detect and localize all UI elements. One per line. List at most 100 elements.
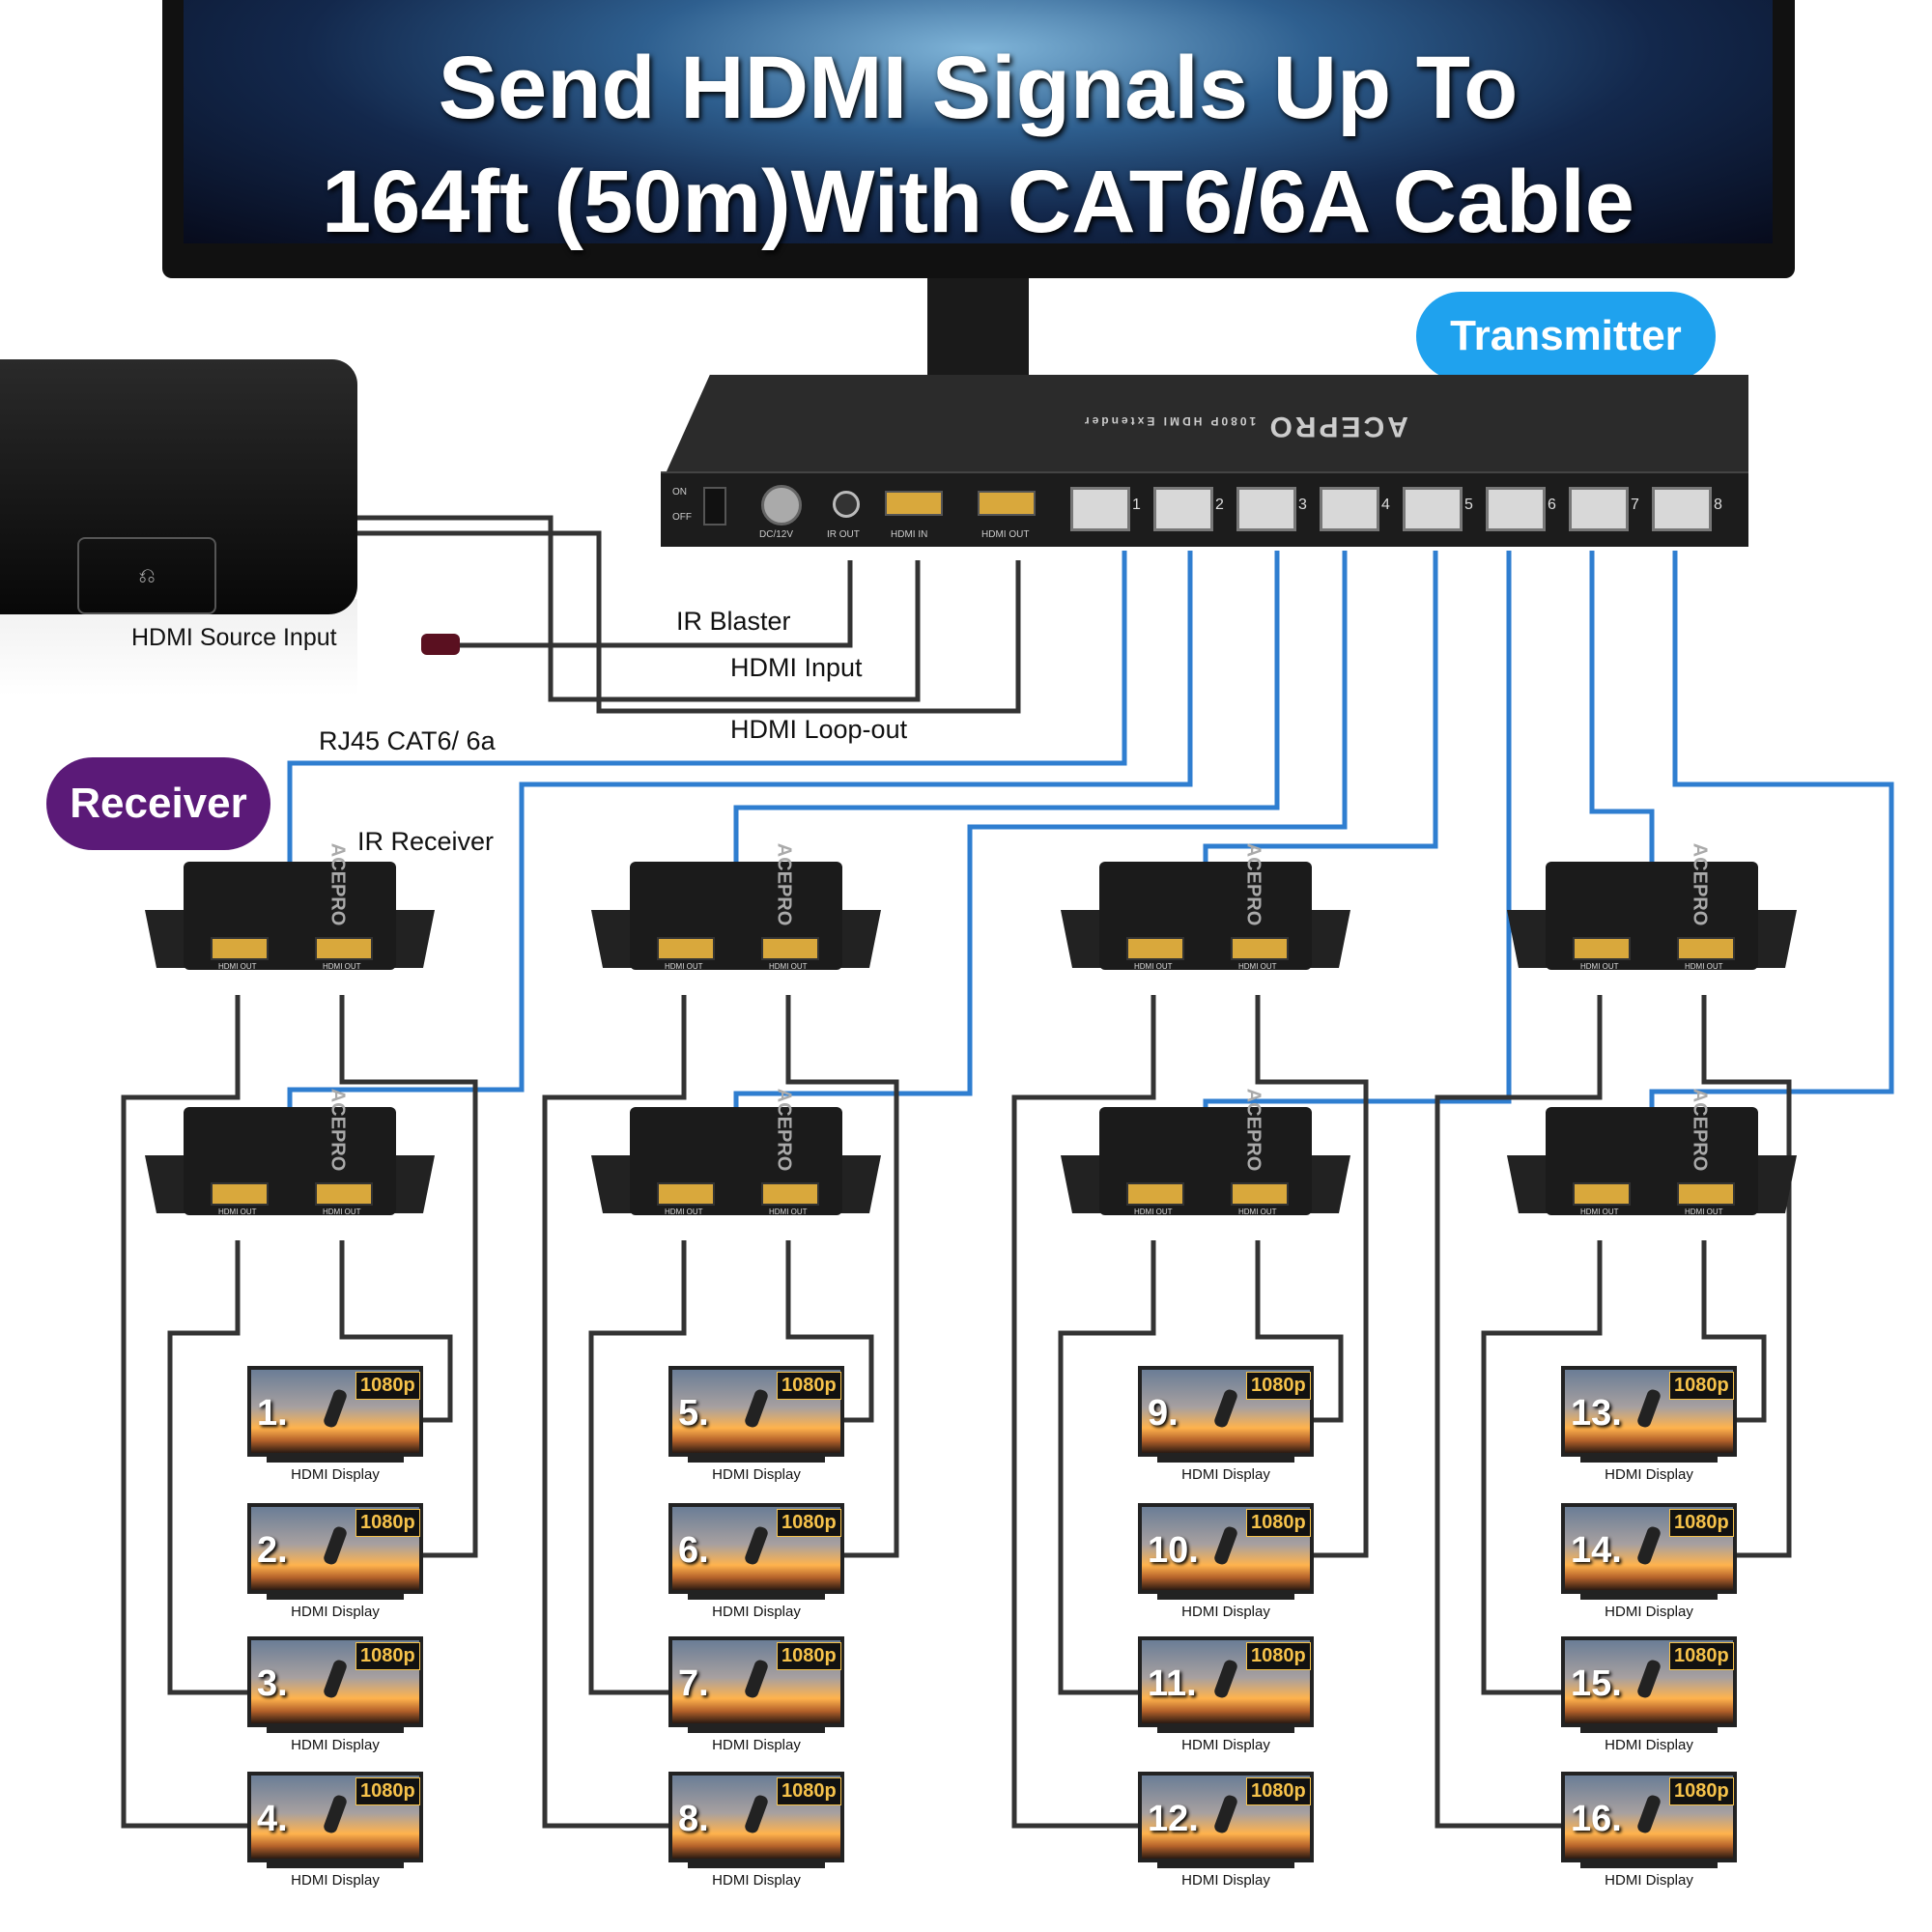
receiver-brand: ACEPRO bbox=[772, 843, 794, 926]
resolution-badge: 1080p bbox=[1669, 1642, 1734, 1670]
hdmi-display: 15.1080pHDMI Display bbox=[1561, 1636, 1737, 1750]
rj45-port-number: 8 bbox=[1714, 497, 1722, 514]
headline-line-2: 164ft (50m)With CAT6/6A Cable bbox=[184, 145, 1773, 259]
rj45-port-number: 1 bbox=[1132, 497, 1141, 514]
model-text: 1080P HDMI Extender bbox=[1082, 414, 1256, 428]
receiver-brand: ACEPRO bbox=[1241, 1089, 1264, 1172]
display-stand bbox=[1580, 1862, 1718, 1868]
display-stand bbox=[1580, 1594, 1718, 1600]
rj45-port-2 bbox=[1153, 487, 1213, 531]
ir-out-label: IR OUT bbox=[827, 529, 860, 540]
ethernet-cable bbox=[1652, 551, 1891, 1107]
display-stand bbox=[267, 1862, 404, 1868]
rj45-port-number: 2 bbox=[1215, 497, 1224, 514]
receiver-port-label: HDMI OUT bbox=[1134, 962, 1173, 971]
display-label: HDMI Display bbox=[1138, 1466, 1314, 1483]
resolution-badge: 1080p bbox=[777, 1372, 841, 1400]
display-label: HDMI Display bbox=[1561, 1872, 1737, 1889]
hdmi-input-label: HDMI Input bbox=[730, 653, 863, 683]
display-number: 13. bbox=[1571, 1393, 1622, 1435]
snowboarder-icon bbox=[1213, 1659, 1239, 1699]
rj45-cable-label: RJ45 CAT6/ 6a bbox=[319, 726, 496, 756]
resolution-badge: 1080p bbox=[355, 1642, 420, 1670]
receiver-port-label: HDMI OUT bbox=[1134, 1208, 1173, 1216]
hdmi-out-port-icon bbox=[761, 937, 819, 960]
source-label: HDMI Source Input bbox=[131, 624, 337, 652]
display-number: 4. bbox=[257, 1799, 288, 1840]
receiver-port-label: HDMI OUT bbox=[769, 962, 808, 971]
display-label: HDMI Display bbox=[247, 1872, 423, 1889]
display-stand bbox=[267, 1457, 404, 1463]
receiver-unit: ACEPROHDMI OUTHDMI OUT bbox=[591, 1107, 881, 1215]
display-stand bbox=[1157, 1862, 1294, 1868]
receiver-port-label: HDMI OUT bbox=[323, 962, 361, 971]
receiver-port-label: HDMI OUT bbox=[665, 962, 703, 971]
rj45-port-6 bbox=[1486, 487, 1546, 531]
hdmi-display: 2.1080pHDMI Display bbox=[247, 1503, 423, 1617]
resolution-badge: 1080p bbox=[355, 1777, 420, 1805]
receiver-port-label: HDMI OUT bbox=[323, 1208, 361, 1216]
snowboarder-icon bbox=[1213, 1794, 1239, 1834]
display-number: 2. bbox=[257, 1530, 288, 1572]
dc-jack-icon bbox=[761, 485, 802, 526]
resolution-badge: 1080p bbox=[355, 1372, 420, 1400]
snowboarder-icon bbox=[323, 1525, 349, 1566]
transmitter-brand: ACEPRO 1080P HDMI Extender bbox=[1082, 410, 1408, 442]
receiver-brand: ACEPRO bbox=[1241, 843, 1264, 926]
hdmi-out-port-icon bbox=[1126, 1182, 1184, 1206]
display-stand bbox=[1157, 1594, 1294, 1600]
display-stand bbox=[1580, 1457, 1718, 1463]
rj45-port-5 bbox=[1403, 487, 1463, 531]
snowboarder-icon bbox=[744, 1794, 770, 1834]
display-label: HDMI Display bbox=[247, 1604, 423, 1620]
display-number: 5. bbox=[678, 1393, 709, 1435]
display-number: 9. bbox=[1148, 1393, 1179, 1435]
hdmi-display: 1.1080pHDMI Display bbox=[247, 1366, 423, 1480]
display-label: HDMI Display bbox=[247, 1737, 423, 1753]
display-label: HDMI Display bbox=[1138, 1872, 1314, 1889]
display-label: HDMI Display bbox=[1138, 1737, 1314, 1753]
rj45-port-number: 4 bbox=[1381, 497, 1390, 514]
receiver-brand: ACEPRO bbox=[1688, 843, 1710, 926]
receiver-port-label: HDMI OUT bbox=[1685, 962, 1723, 971]
hdmi-out-label: HDMI OUT bbox=[981, 529, 1029, 540]
usb-icon: ⎌ bbox=[77, 537, 216, 614]
snowboarder-icon bbox=[1636, 1525, 1662, 1566]
snowboarder-icon bbox=[1636, 1388, 1662, 1429]
ir-blaster-icon bbox=[421, 634, 460, 655]
receiver-unit: ACEPROHDMI OUTHDMI OUT bbox=[145, 1107, 435, 1215]
transmitter-badge: Transmitter bbox=[1416, 292, 1716, 381]
hdmi-out-port-icon bbox=[211, 937, 269, 960]
hdmi-out-port-icon bbox=[315, 1182, 373, 1206]
receiver-port-label: HDMI OUT bbox=[1580, 962, 1619, 971]
resolution-badge: 1080p bbox=[1669, 1777, 1734, 1805]
snowboarder-icon bbox=[323, 1388, 349, 1429]
display-label: HDMI Display bbox=[1138, 1604, 1314, 1620]
headline-line-1: Send HDMI Signals Up To bbox=[184, 31, 1773, 145]
receiver-unit: ACEPROHDMI OUTHDMI OUT bbox=[1507, 862, 1797, 970]
hdmi-out-port-icon bbox=[1677, 1182, 1735, 1206]
display-stand bbox=[1580, 1727, 1718, 1733]
receiver-unit: ACEPROHDMI OUTHDMI OUT bbox=[591, 862, 881, 970]
power-switch[interactable] bbox=[703, 487, 726, 526]
ethernet-cable bbox=[736, 551, 1277, 862]
hdmi-out-port-icon bbox=[1231, 937, 1289, 960]
display-stand bbox=[688, 1862, 825, 1868]
display-number: 15. bbox=[1571, 1663, 1622, 1705]
display-label: HDMI Display bbox=[1561, 1604, 1737, 1620]
hdmi-out-port-icon bbox=[657, 1182, 715, 1206]
switch-off-label: OFF bbox=[672, 512, 692, 523]
display-number: 8. bbox=[678, 1799, 709, 1840]
rj45-port-3 bbox=[1236, 487, 1296, 531]
hdmi-display: 4. 1080pHDMI Display bbox=[247, 1772, 423, 1886]
hdmi-out-port-icon bbox=[978, 491, 1036, 516]
resolution-badge: 1080p bbox=[777, 1777, 841, 1805]
rj45-port-number: 7 bbox=[1631, 497, 1639, 514]
display-number: 1. bbox=[257, 1393, 288, 1435]
hdmi-out-port-icon bbox=[211, 1182, 269, 1206]
display-stand bbox=[267, 1594, 404, 1600]
resolution-badge: 1080p bbox=[1246, 1372, 1311, 1400]
